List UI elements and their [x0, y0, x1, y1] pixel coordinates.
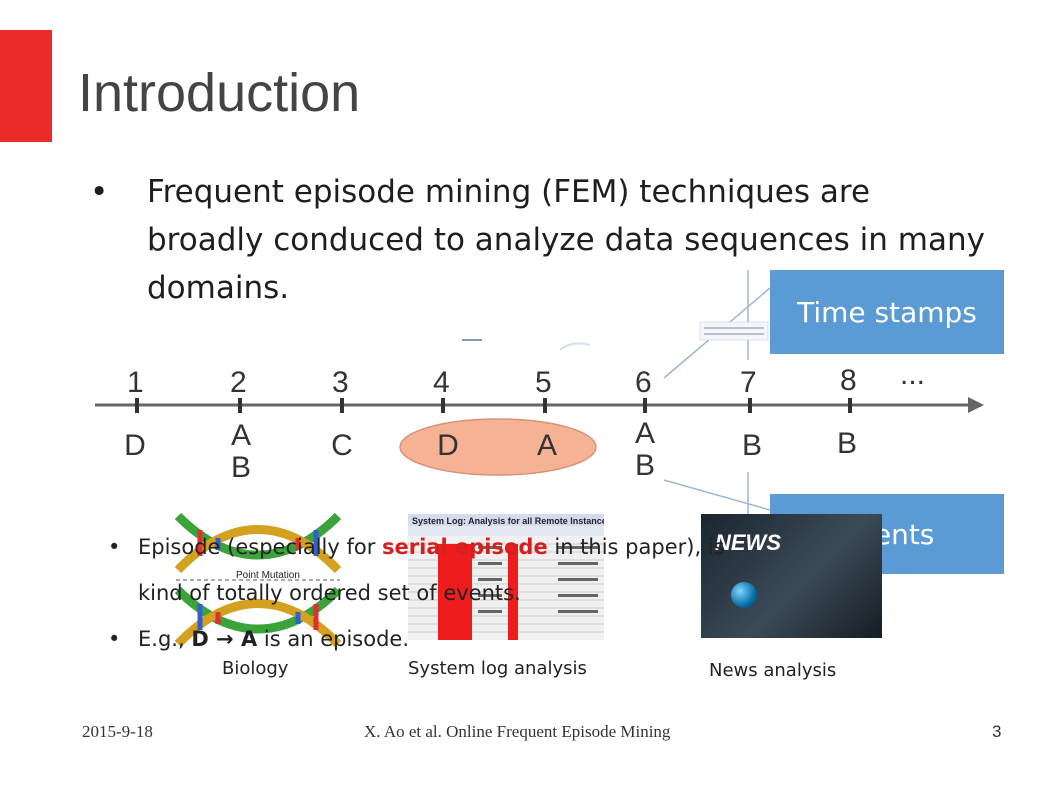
main-bullet: • Frequent episode mining (FEM) techniqu…: [90, 168, 990, 312]
episode-example: D → A: [191, 627, 258, 651]
caption-biology: Biology: [222, 658, 289, 679]
faint-arc: [559, 342, 591, 351]
tick-number-1: 1: [127, 366, 144, 399]
bullet-dot: •: [108, 627, 121, 651]
footer-citation: X. Ao et al. Online Frequent Episode Min…: [364, 722, 671, 741]
sub-bullet-2: • E.g., D → A is an episode.: [108, 616, 768, 662]
tick-number-6: 6: [635, 366, 652, 399]
tick-number-8: 8: [840, 364, 857, 397]
slide-title: Introduction: [78, 63, 361, 123]
sub-bullets: • Episode (especially for serial episode…: [108, 524, 768, 662]
tick-number-5: 5: [535, 366, 552, 399]
news-image: NEWS: [701, 514, 882, 638]
callout-time-stamps: Time stamps: [770, 270, 1004, 354]
accent-bar: [0, 30, 52, 142]
highlight-serial-episode: serial episode: [382, 535, 548, 559]
sub-bullet-1: • Episode (especially for serial episode…: [108, 524, 768, 616]
tick-ellipsis: ...: [900, 358, 926, 391]
event-6: A B: [634, 417, 655, 482]
caption-news: News analysis: [709, 660, 837, 681]
event-5: A: [536, 429, 557, 462]
footer-page-number: 3: [992, 722, 1002, 741]
main-bullet-text: Frequent episode mining (FEM) techniques…: [147, 174, 985, 306]
event-2: A B: [230, 419, 251, 484]
footer-date: 2015-9-18: [82, 722, 153, 741]
syslog-image: System Log: Analysis for all Remote Inst…: [408, 514, 604, 640]
timeline-ticks: [135, 398, 852, 413]
timeline-arrowhead: [968, 397, 984, 413]
event-1: D: [124, 429, 146, 462]
news-logo: NEWS: [715, 530, 781, 555]
tick-number-3: 3: [332, 366, 349, 399]
dna-image: Point Mutation: [174, 512, 342, 648]
episode-highlight-ellipse: [399, 418, 597, 476]
event-8: B: [836, 427, 857, 460]
tick-number-2: 2: [230, 366, 247, 399]
dna-label: Point Mutation: [236, 570, 300, 581]
bullet-dot: •: [90, 174, 109, 210]
bullet-dot: •: [108, 535, 121, 559]
event-7: B: [741, 429, 762, 462]
connector-bottom-1: [663, 479, 771, 511]
tiny-snapshot: [699, 321, 769, 341]
event-4: D: [437, 429, 459, 462]
event-3: C: [331, 429, 353, 462]
caption-syslog: System log analysis: [408, 658, 587, 679]
globe-icon: [731, 582, 757, 608]
syslog-title: System Log: Analysis for all Remote Inst…: [412, 516, 604, 526]
tick-number-4: 4: [433, 366, 450, 399]
tick-number-7: 7: [740, 366, 757, 399]
